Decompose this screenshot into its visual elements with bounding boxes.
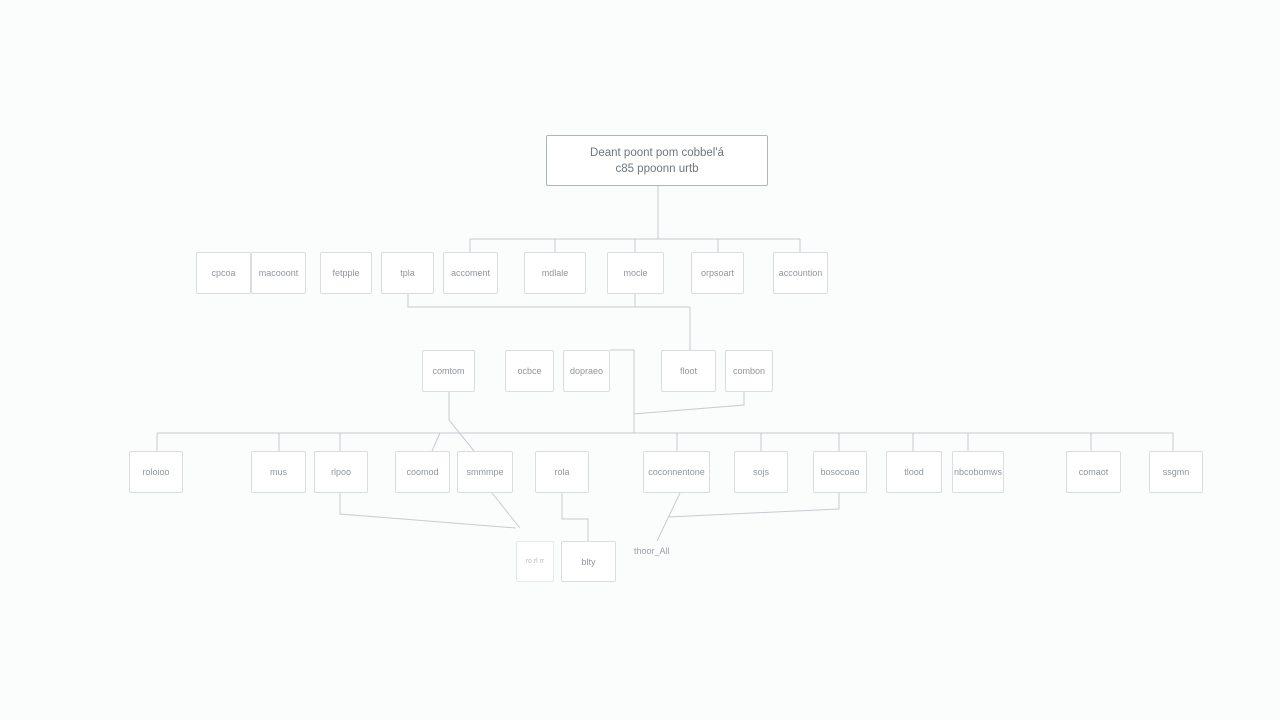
node-box[interactable]: orpsoart	[691, 252, 744, 294]
node-box[interactable]: blty	[561, 541, 616, 582]
root-title-line2: c85 ppoonn urtb	[615, 162, 699, 175]
node-box[interactable]: comtom	[422, 350, 475, 392]
node-box[interactable]: mus	[251, 451, 306, 493]
node-box[interactable]: sojs	[734, 451, 788, 493]
node-box[interactable]: ro rl rr	[516, 541, 554, 582]
connector-line	[491, 492, 521, 529]
node-box[interactable]: rola	[535, 451, 589, 493]
node-box[interactable]: tlood	[886, 451, 942, 493]
node-box[interactable]: coconnentone	[643, 451, 710, 493]
node-box[interactable]: accoment	[443, 252, 498, 294]
annotation-label: thoor_All	[634, 546, 670, 556]
node-box[interactable]: tpla	[381, 252, 434, 294]
node-box[interactable]: rlpoo	[314, 451, 368, 493]
node-box[interactable]: combon	[725, 350, 773, 392]
connector-line	[667, 493, 840, 518]
node-box[interactable]: cpcoa	[196, 252, 251, 294]
connector-line	[448, 392, 475, 452]
node-box[interactable]: nbcobomws	[952, 451, 1004, 493]
node-box[interactable]: mdlale	[524, 252, 586, 294]
node-box[interactable]: coomod	[395, 451, 450, 493]
node-box[interactable]: floot	[661, 350, 716, 392]
connector-line	[561, 493, 589, 541]
node-box[interactable]: accountion	[773, 252, 828, 294]
node-box[interactable]: roloioo	[129, 451, 183, 493]
connector-line	[610, 349, 635, 433]
connector-line	[339, 493, 517, 529]
node-box[interactable]: mocle	[607, 252, 664, 294]
connector-line	[633, 392, 745, 415]
connector-line	[407, 294, 691, 350]
node-box[interactable]: macooont	[251, 252, 306, 294]
node-box[interactable]: dopraeo	[563, 350, 610, 392]
node-box[interactable]: bosocoao	[813, 451, 867, 493]
node-box[interactable]: smmmpe	[457, 451, 513, 493]
root-title-line1: Deant poont pom cobbel'á	[590, 146, 724, 159]
root-node[interactable]: Deant poont pom cobbel'á c85 ppoonn urtb	[546, 135, 768, 186]
node-box[interactable]: ocbce	[505, 350, 554, 392]
connector-line	[431, 432, 441, 452]
node-box[interactable]: ssgmn	[1149, 451, 1203, 493]
node-box[interactable]: fetpple	[320, 252, 372, 294]
node-box[interactable]: comaot	[1066, 451, 1121, 493]
